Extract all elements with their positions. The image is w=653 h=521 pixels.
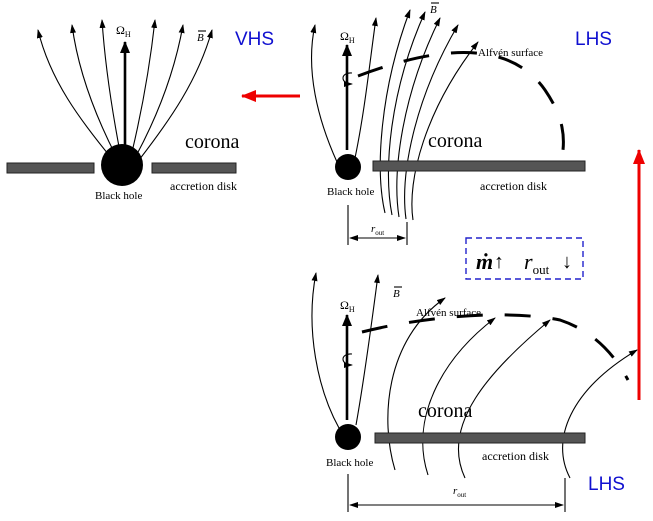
relation-box: ṁ ↑ rout ↓ [465, 237, 584, 280]
lhs-bottom-state-label: LHS [588, 474, 625, 495]
vhs-omega-label: ΩH [116, 23, 131, 39]
vhs-field-lines [36, 19, 213, 161]
lhs-top-alfven-surface [357, 51, 565, 151]
vhs-disk-label: accretion disk [170, 179, 237, 193]
relation-mdot: ṁ [476, 249, 493, 274]
lhs-bottom-disk-label: accretion disk [482, 449, 549, 463]
lhs-bottom-corona-label: corona [418, 400, 473, 422]
vhs-disk-left [6, 162, 95, 174]
lhs-bottom-alfven-surface [361, 313, 630, 381]
vhs-hole-label: Black hole [95, 190, 142, 202]
lhs-bottom-alfven-label: Alfvén surface [416, 307, 481, 319]
lhs-bottom-disk [374, 432, 586, 444]
lhs-top-hole-label: Black hole [327, 186, 374, 198]
lhs-top-b-label: B [430, 4, 437, 16]
relation-rout: rout [524, 249, 550, 277]
lhs-top-alfven-label: Alfvén surface [478, 47, 543, 59]
panel-lhs-top: ΩH B LHS Alfvén surface corona Black hol… [310, 2, 612, 245]
lhs-top-state-label: LHS [575, 29, 612, 50]
relation-up-arrow: ↑ [494, 251, 504, 273]
lhs-top-rotation-icon [342, 72, 353, 87]
lhs-top-black-hole [335, 154, 361, 180]
panel-lhs-bottom: ΩH B Alfvén surface corona Black hole ac… [311, 272, 638, 512]
lhs-top-field-lines [310, 9, 479, 221]
lhs-bottom-rout-label: rout [453, 485, 466, 499]
vhs-b-label: B [197, 32, 204, 44]
lhs-bottom-field-lines [311, 272, 638, 479]
lhs-top-corona-label: corona [428, 130, 483, 152]
lhs-bottom-b-label: B [393, 288, 400, 300]
vhs-state-label: VHS [235, 29, 274, 50]
lhs-bottom-omega-label: ΩH [340, 298, 355, 314]
vhs-corona-label: corona [185, 131, 240, 153]
panel-vhs: ΩH B VHS corona Black hole accretion dis… [6, 19, 274, 202]
vhs-black-hole [101, 144, 143, 186]
lhs-top-disk [372, 160, 586, 172]
lhs-bottom-rotation-icon [342, 353, 353, 368]
relation-box-border [465, 237, 584, 280]
lhs-top-omega-label: ΩH [340, 29, 355, 45]
relation-down-arrow: ↓ [562, 251, 572, 273]
lhs-top-disk-label: accretion disk [480, 179, 547, 193]
vhs-disk-right [151, 162, 237, 174]
lhs-top-rout-label: rout [371, 223, 384, 237]
lhs-bottom-black-hole [335, 424, 361, 450]
lhs-bottom-hole-label: Black hole [326, 457, 373, 469]
